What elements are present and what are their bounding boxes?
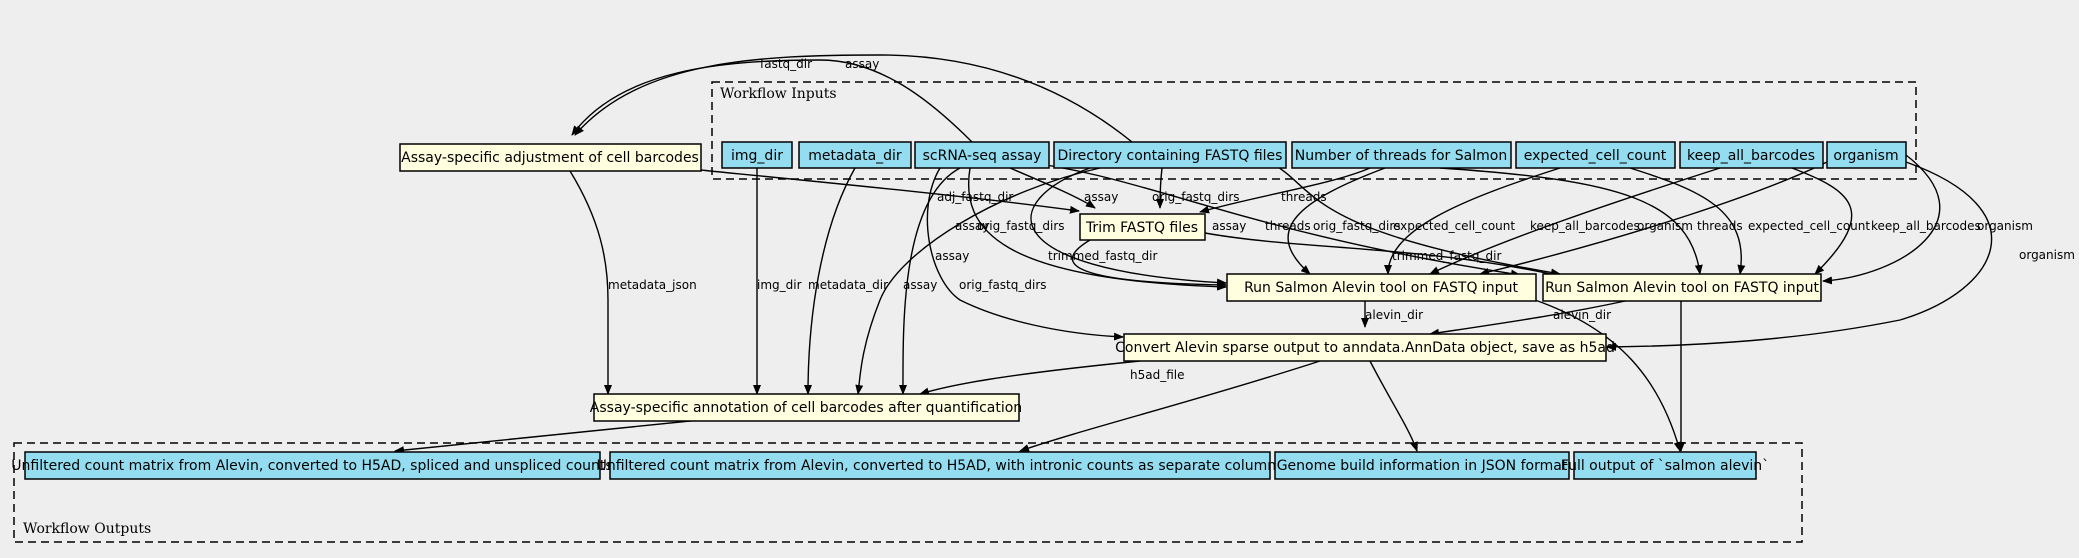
edge-label: keep_all_barcodes [1871,219,1981,233]
node-label: Assay-specific annotation of cell barcod… [590,400,1022,416]
edge-convert-to-annotate: h5ad_file [919,360,1185,396]
annotate-barcodes-node[interactable]: Assay-specific annotation of cell barcod… [590,393,1022,422]
edge-convert-to-out-intronic [1019,360,1321,452]
edge-adjust-to-trim: adj_fastq_dir [679,167,1080,214]
edge-label: trimmed_fastq_dir [1048,249,1157,263]
workflow-inputs-label: Workflow Inputs [720,86,837,102]
edge-salmon2-to-convert: alevin_dir [1429,299,1631,337]
edge-threads-to-salmon1: threads [1265,167,1386,275]
salmon-alevin-node-2[interactable]: Run Salmon Alevin tool on FASTQ input [1542,273,1822,302]
edge-expected-count-to-salmon1: expected_cell_count [1384,167,1561,275]
edge-label: alevin_dir [1365,308,1423,322]
edge-label: assay [955,219,989,233]
edge-label: fastq_dir [760,57,812,71]
edge-label: orig_fastq_dirs [1152,190,1240,204]
edge-fastq-dir-to-trim: orig_fastq_dirs [1152,167,1240,209]
output-salmon-node[interactable]: Full output of `salmon alevin` [1561,451,1769,480]
edge-salmon1-to-out-salmon [1534,299,1682,452]
node-label: scRNA-seq assay [923,148,1042,164]
edge-assay-to-convert: assay [926,167,1124,341]
node-label: Run Salmon Alevin tool on FASTQ input [1545,280,1819,296]
output-intronic-node[interactable]: Unfiltered count matrix from Alevin, con… [597,451,1284,480]
edge-assay-to-annotate: assay [898,167,961,395]
edge-label: assay [845,57,879,71]
edge-label: keep_all_barcodes [1530,219,1640,233]
node-label: Run Salmon Alevin tool on FASTQ input [1244,280,1518,296]
edge-organism-to-salmon2: organism [1822,154,2033,285]
node-label: expected_cell_count [1524,148,1667,164]
edge-label: orig_fastq_dirs [977,219,1065,233]
salmon-alevin-node-1[interactable]: Run Salmon Alevin tool on FASTQ input [1226,273,1537,302]
input-img-dir-node[interactable]: img_dir [721,141,793,169]
edge-label: expected_cell_count [1748,219,1870,233]
edge-label: organism [2019,248,2075,262]
edge-label: assay [903,278,937,292]
edges: fastq_dir assay adj_fastq_dir metadata_j… [394,54,2075,455]
input-keep-all-barcodes-node[interactable]: keep_all_barcodes [1679,141,1824,169]
edge-img-dir-to-annotate: img_dir [753,168,802,395]
edge-organism-to-convert: organism [1606,161,2075,351]
edge-label: metadata_dir [808,278,888,292]
edge-fastq-dir-to-annotate: orig_fastq_dirs [855,167,1101,395]
edge-convert-to-out-genome [1369,360,1418,452]
nodes: Assay-specific adjustment of cell barcod… [11,141,1907,480]
output-spliced-node[interactable]: Unfiltered count matrix from Alevin, con… [11,451,613,480]
edge-label: orig_fastq_dirs [959,278,1047,292]
trim-fastq-node[interactable]: Trim FASTQ files [1079,213,1206,241]
edge-fastq-dir-to-salmon2: orig_fastq_dirs [1269,161,1561,277]
node-label: keep_all_barcodes [1687,148,1815,164]
node-label: Number of threads for Salmon [1295,148,1507,164]
node-label: Directory containing FASTQ files [1058,148,1283,164]
node-label: Assay-specific adjustment of cell barcod… [401,150,699,166]
convert-h5ad-node[interactable]: Convert Alevin sparse output to anndata.… [1115,333,1615,362]
edge-label: threads [1265,219,1311,233]
node-label: Trim FASTQ files [1085,220,1198,236]
edge-label: assay [1212,219,1246,233]
edge-trim-to-salmon1: trimmed_fastq_dir [1048,239,1227,289]
edge-salmon1-to-convert: alevin_dir [1361,300,1423,328]
node-label: organism [1833,148,1898,164]
node-label: Unfiltered count matrix from Alevin, con… [11,458,612,474]
input-expected-cell-count-node[interactable]: expected_cell_count [1515,141,1676,169]
node-label: Convert Alevin sparse output to anndata.… [1115,340,1615,356]
node-label: Full output of `salmon alevin` [1561,458,1769,474]
edge-label: orig_fastq_dirs [1313,219,1401,233]
input-threads-node[interactable]: Number of threads for Salmon [1291,141,1512,169]
edge-metadata-dir-to-annotate: metadata_dir [804,167,888,395]
edge-label: trimmed_fastq_dir [1392,249,1501,263]
edge-label: expected_cell_count [1393,219,1515,233]
input-assay-node[interactable]: scRNA-seq assay [914,141,1050,169]
edge-keep-barcodes-to-salmon2: keep_all_barcodes [1791,167,1981,275]
edge-label: organism [1977,219,2033,233]
workflow-outputs-cluster: Workflow Outputs [13,442,1803,543]
node-label: Genome build information in JSON format [1277,458,1568,474]
input-metadata-dir-node[interactable]: metadata_dir [798,141,912,169]
edge-label: assay [935,249,969,263]
node-label: img_dir [731,148,783,164]
edge-annotate-to-out-spliced [394,419,701,455]
edge-adjust-to-annotate: metadata_json [569,170,697,395]
adjust-barcodes-node[interactable]: Assay-specific adjustment of cell barcod… [399,143,702,172]
edge-label: assay [1084,190,1118,204]
edge-keep-barcodes-to-salmon1: keep_all_barcodes [1429,167,1721,275]
workflow-inputs-cluster: Workflow Inputs [711,81,1917,180]
edge-expected-count-to-salmon2: expected_cell_count [1629,167,1870,275]
edge-label: alevin_dir [1553,308,1611,322]
node-label: metadata_dir [808,148,902,164]
edge-label: organism [1637,219,1693,233]
edge-label: h5ad_file [1130,368,1185,382]
output-genome-node[interactable]: Genome build information in JSON format [1274,451,1570,480]
edge-label: adj_fastq_dir [937,190,1013,204]
input-organism-node[interactable]: organism [1826,141,1907,169]
edge-label: metadata_json [608,278,697,292]
edge-assay-to-adjust: assay [571,57,973,143]
edge-label: img_dir [757,278,802,292]
workflow-outputs-label: Workflow Outputs [23,521,151,537]
node-label: Unfiltered count matrix from Alevin, con… [597,458,1284,474]
edge-assay-to-trim: assay [1009,167,1118,209]
edge-trim-to-salmon2: trimmed_fastq_dir [1204,232,1561,278]
input-fastq-dir-node[interactable]: Directory containing FASTQ files [1053,141,1287,169]
edge-fastq-dir-to-salmon1: orig_fastq_dirs [977,167,1227,287]
